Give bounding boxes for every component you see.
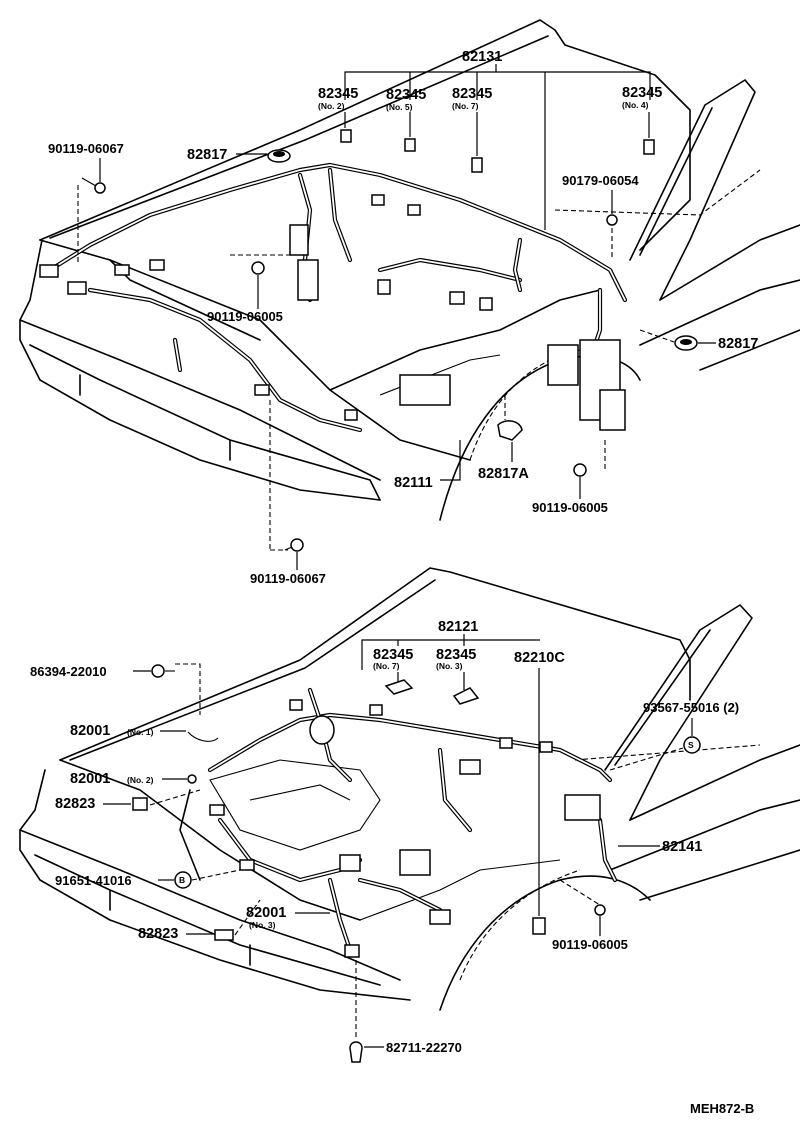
- label-bolt-center: 90119-06005: [207, 309, 283, 324]
- top-wire-harness: [39, 162, 628, 433]
- top-labels: 82131 82345 (No. 2) 82345 (No. 5) 82345 …: [48, 49, 758, 586]
- top-parts: [77, 129, 698, 552]
- label-82131: 82131: [462, 49, 502, 65]
- label-bolt-lower-right: 90119-06005: [532, 500, 608, 515]
- label-connector-e-variant: (No. 7): [373, 661, 400, 671]
- label-bolt-b: 91651-41016: [55, 873, 132, 888]
- label-connector-c-variant: (No. 7): [452, 101, 479, 111]
- diagram-code: MEH872-B: [690, 1101, 754, 1116]
- label-connector-a-variant: (No. 2): [318, 101, 345, 111]
- bottom-car-body: [19, 567, 800, 1011]
- bottom-labels: 82121 82345 (No. 7) 82345 (No. 3) 82210C…: [30, 619, 739, 1055]
- label-clamp-lower: 82823: [138, 926, 178, 942]
- label-grommet-top: 82817: [187, 147, 227, 163]
- bolt-lower-right: [573, 463, 587, 477]
- bolt-lower-right-bottom: [594, 904, 606, 916]
- relay-82210c: [532, 917, 546, 935]
- label-bolt-upper-right: 90179-06054: [562, 173, 639, 188]
- label-wire-no3: 82001: [246, 905, 286, 921]
- connector-no2: [340, 129, 352, 143]
- label-relay-82210c: 82210C: [514, 650, 565, 666]
- connector-no3-bottom: [452, 687, 480, 705]
- label-connector-f: 82345: [436, 647, 476, 663]
- clip-82711: [349, 1041, 363, 1063]
- label-connector-a: 82345: [318, 86, 358, 102]
- label-connector-b-variant: (No. 5): [386, 102, 413, 112]
- bolt-upper-right: [606, 214, 618, 226]
- label-bolt-lower-right-bottom: 90119-06005: [552, 937, 628, 952]
- label-screw-s-marker: S: [688, 740, 694, 750]
- bolt-bottom: [284, 538, 304, 552]
- label-wire-no3-variant: (No. 3): [249, 920, 276, 930]
- label-connector-d: 82345: [622, 85, 662, 101]
- label-screw-left: 86394-22010: [30, 664, 107, 679]
- label-wire-no1-variant: (No. 1): [127, 727, 154, 737]
- label-bolt-b-marker: B: [179, 875, 185, 885]
- label-82121: 82121: [438, 619, 478, 635]
- bottom-wire-harness: [207, 687, 618, 958]
- label-connector-b: 82345: [386, 87, 426, 103]
- connector-no7-bottom: [384, 679, 414, 695]
- label-screw-s: 93567-55016 (2): [643, 700, 739, 715]
- bolt-left-top: [81, 177, 106, 194]
- label-connector-e: 82345: [373, 647, 413, 663]
- bolt-center: [251, 261, 265, 275]
- label-clip: 82711-22270: [386, 1040, 462, 1055]
- bottom-parts: B S: [132, 663, 701, 1063]
- bolt-b-marker: [174, 871, 192, 889]
- label-connector-d-variant: (No. 4): [622, 100, 649, 110]
- label-wire-no2: 82001: [70, 771, 110, 787]
- connector-no5: [404, 138, 416, 152]
- label-wire-no1: 82001: [70, 723, 110, 739]
- wire-82001-no1: [187, 731, 219, 742]
- label-bolt-left-top: 90119-06067: [48, 141, 124, 156]
- label-connector-c: 82345: [452, 86, 492, 102]
- wire-82001-no2: [187, 774, 197, 784]
- clamp-82823-left: [132, 797, 148, 811]
- screw-left: [151, 664, 175, 678]
- clamp-82817a: [497, 420, 523, 441]
- connector-no7: [471, 157, 483, 173]
- clamp-82823-lower: [214, 929, 234, 941]
- label-harness-lower: 82111: [394, 475, 433, 491]
- label-wire-no2-variant: (No. 2): [127, 775, 154, 785]
- label-harness-right: 82141: [662, 839, 702, 855]
- label-clamp: 82817A: [478, 466, 529, 482]
- screw-s-marker: [683, 736, 701, 754]
- label-grommet-right: 82817: [718, 336, 758, 352]
- connector-no4: [643, 139, 655, 155]
- label-bolt-bottom: 90119-06067: [250, 571, 326, 586]
- label-clamp-left: 82823: [55, 796, 95, 812]
- label-connector-f-variant: (No. 3): [436, 661, 463, 671]
